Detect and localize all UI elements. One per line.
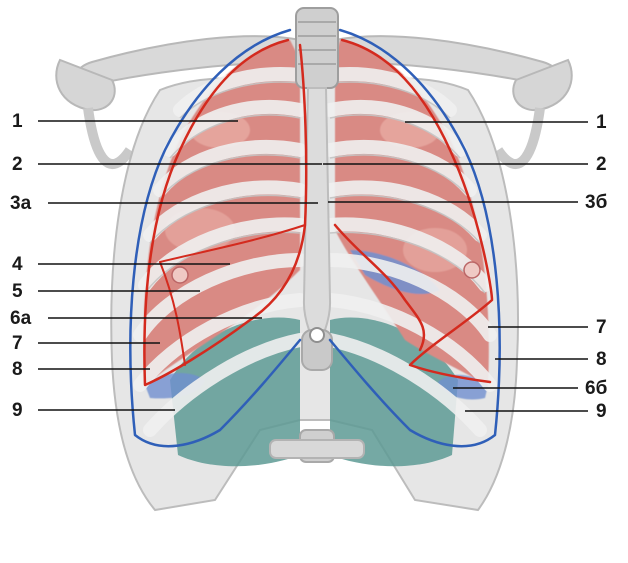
label-right-2: 2	[596, 155, 607, 174]
label-right-3b: 3б	[585, 193, 607, 212]
label-left-4: 4	[12, 255, 23, 274]
label-left-7: 7	[12, 334, 23, 353]
label-left-6a: 6а	[10, 309, 31, 328]
label-right-6b: 6б	[585, 379, 607, 398]
label-left-9: 9	[12, 401, 23, 420]
label-right-8: 8	[596, 350, 607, 369]
label-left-5: 5	[12, 282, 23, 301]
label-right-1: 1	[596, 113, 607, 132]
label-left-2: 2	[12, 155, 23, 174]
label-left-1: 1	[12, 112, 23, 131]
label-right-9: 9	[596, 402, 607, 421]
label-left-3a: 3а	[10, 194, 31, 213]
label-left-8: 8	[12, 360, 23, 379]
label-right-7: 7	[596, 318, 607, 337]
